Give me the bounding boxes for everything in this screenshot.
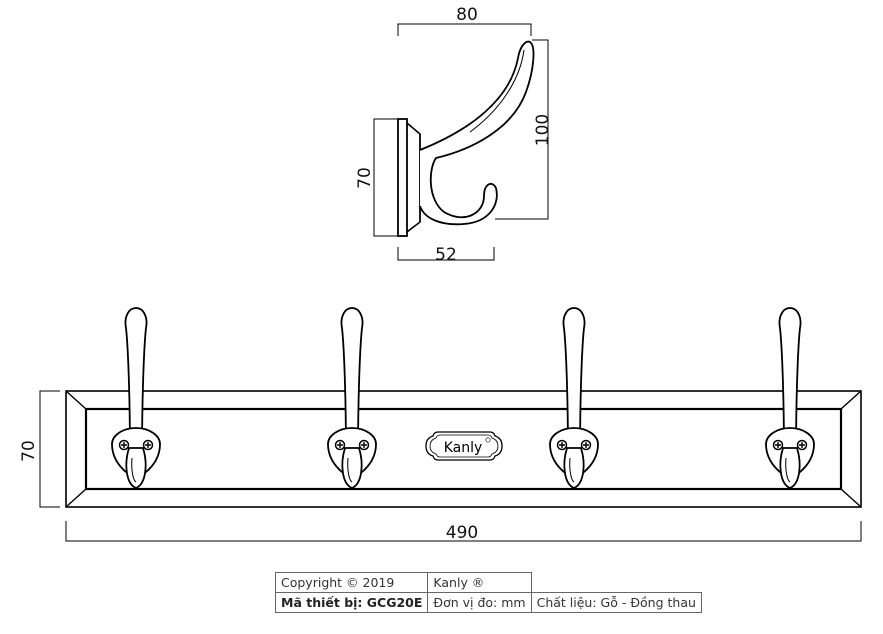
material-cell: Chất liệu: Gỗ - Đồng thau bbox=[530, 592, 702, 613]
dim-base-depth: 52 bbox=[435, 245, 457, 265]
dim-rail-height: 70 bbox=[19, 440, 39, 462]
dim-base-height: 70 bbox=[355, 167, 375, 189]
title-block: Copyright © 2019 Kanly ® Mã thiết bị: GC… bbox=[274, 572, 702, 613]
dim-rail-length: 490 bbox=[446, 523, 478, 543]
model-code-cell: Mã thiết bị: GCG20E bbox=[274, 592, 429, 613]
logo-text: Kanly bbox=[444, 440, 483, 456]
dim-hook-width: 80 bbox=[456, 5, 478, 25]
unit-cell: Đơn vị đo: mm bbox=[427, 592, 532, 613]
front-view: 70 490 Kanly bbox=[19, 307, 862, 543]
copyright-cell: Copyright © 2019 bbox=[274, 572, 429, 593]
dim-hook-height: 100 bbox=[533, 114, 553, 146]
empty-cell bbox=[530, 572, 702, 593]
side-view: 80 100 70 52 bbox=[355, 5, 553, 265]
brand-cell: Kanly ® bbox=[427, 572, 532, 593]
kanly-logo: Kanly bbox=[425, 431, 503, 461]
